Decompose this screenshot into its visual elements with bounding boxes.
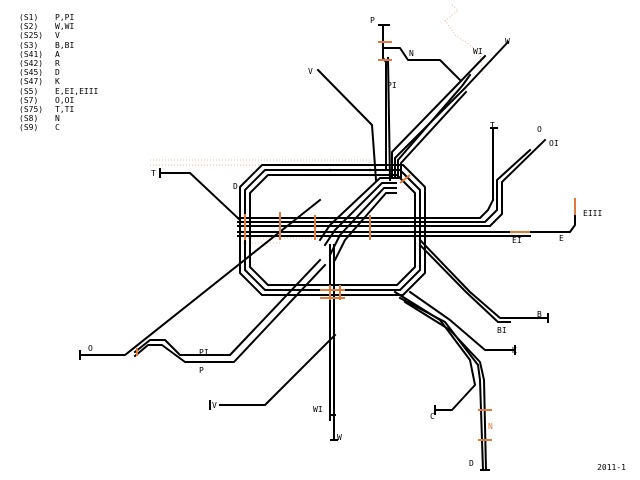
legend-row: (S47) K bbox=[19, 77, 98, 86]
legend-row: (S41) A bbox=[19, 50, 98, 59]
legend-code: (S2) bbox=[19, 22, 39, 32]
legend-lines: V bbox=[55, 31, 60, 41]
legend-code: (S75) bbox=[19, 105, 44, 115]
legend-row: (S5) E,EI,EIII bbox=[19, 87, 98, 96]
legend-lines: D bbox=[55, 68, 60, 78]
legend-code: (S9) bbox=[19, 123, 39, 133]
label-ei: EI bbox=[512, 236, 522, 245]
line-pi bbox=[386, 56, 392, 182]
label-v-sw: V bbox=[212, 401, 217, 410]
label-o-west: O bbox=[88, 344, 93, 353]
label-bi: BI bbox=[497, 326, 507, 335]
label-e: E bbox=[559, 234, 564, 243]
label-pi-sw: PI bbox=[199, 348, 209, 357]
label-n: N bbox=[409, 49, 414, 58]
label-k: K bbox=[512, 346, 517, 355]
legend-code: (S42) bbox=[19, 59, 44, 69]
legend-row: (S7) O,OI bbox=[19, 96, 98, 105]
legend-row: (S8) N bbox=[19, 114, 98, 123]
legend-lines: A bbox=[55, 49, 60, 59]
dotted-connectors bbox=[150, 4, 484, 244]
line-b bbox=[418, 238, 549, 319]
line-t-west bbox=[159, 172, 242, 222]
legend-lines: C bbox=[55, 123, 60, 133]
label-p-sw: P bbox=[199, 366, 204, 375]
line-o-west bbox=[79, 198, 322, 356]
legend-lines: T,TI bbox=[55, 105, 75, 115]
line-p bbox=[382, 24, 387, 171]
legend-row: (S9) C bbox=[19, 123, 98, 132]
rail-lines bbox=[79, 24, 576, 472]
legend-row: (S75) T,TI bbox=[19, 105, 98, 114]
label-t-west: T bbox=[151, 169, 156, 178]
line-w bbox=[394, 40, 510, 179]
line-bi bbox=[418, 243, 511, 323]
legend-row: (S3) B,BI bbox=[19, 41, 98, 50]
version-label: 2011-1 bbox=[597, 463, 626, 472]
legend-row: (S25) V bbox=[19, 31, 98, 40]
legend-code: (S47) bbox=[19, 77, 44, 87]
line-v-north bbox=[316, 68, 378, 182]
line-p-sw bbox=[133, 263, 327, 363]
legend-code: (S45) bbox=[19, 68, 44, 78]
terminal-bars bbox=[79, 24, 549, 471]
legend-lines: O,OI bbox=[55, 95, 75, 105]
label-oi-ne: OI bbox=[549, 139, 559, 148]
station-markers bbox=[136, 41, 576, 441]
line-pi-sw bbox=[133, 258, 322, 356]
legend-code: (S8) bbox=[19, 114, 39, 124]
label-p: P bbox=[370, 16, 375, 25]
label-pi: PI bbox=[387, 81, 397, 90]
line-wi-2 bbox=[397, 73, 472, 179]
legend-row: (S45) D bbox=[19, 68, 98, 77]
label-c: C bbox=[430, 412, 435, 421]
stadtbahn-1 bbox=[237, 198, 495, 219]
line-wi-1 bbox=[391, 54, 487, 179]
label-o-ne: O bbox=[537, 125, 542, 134]
legend: (S1)P,PI(S2)W,WI(S25)V(S3)B,BI(S41)A(S42… bbox=[19, 13, 98, 133]
legend-code: (S25) bbox=[19, 31, 44, 41]
label-w-s: W bbox=[337, 433, 342, 442]
ring-track-2 bbox=[249, 174, 416, 286]
legend-code: (S1) bbox=[19, 13, 39, 22]
label-d-s: D bbox=[469, 459, 474, 468]
stadtbahn-3 bbox=[237, 138, 547, 227]
ring-track-3 bbox=[239, 164, 426, 296]
label-n-s: N bbox=[488, 422, 493, 431]
legend-lines: E,EI,EIII bbox=[55, 86, 99, 96]
legend-row: (S2) W,WI bbox=[19, 22, 98, 31]
label-t-north: T bbox=[490, 121, 495, 130]
legend-code: (S41) bbox=[19, 49, 44, 59]
label-wi: WI bbox=[473, 47, 483, 56]
legend-lines: K bbox=[55, 77, 60, 87]
label-d-ring: D bbox=[233, 182, 238, 191]
label-eiii: EIII bbox=[583, 209, 602, 218]
label-v: V bbox=[308, 67, 313, 76]
legend-row: (S42) R bbox=[19, 59, 98, 68]
legend-lines: W,WI bbox=[55, 22, 75, 32]
line-v-sw bbox=[219, 333, 337, 406]
legend-lines: B,BI bbox=[55, 40, 75, 50]
legend-lines: R bbox=[55, 59, 60, 69]
legend-code: (S5) bbox=[19, 86, 39, 96]
legend-code: (S7) bbox=[19, 95, 39, 105]
terminus-labels: P W WI N PI V T O OI T D EIII EI E B BI … bbox=[88, 16, 602, 468]
legend-row: (S1) P,PI bbox=[19, 13, 98, 22]
legend-code: (S3) bbox=[19, 40, 39, 50]
label-w: W bbox=[505, 37, 510, 46]
stadtbahn-2 bbox=[237, 148, 532, 223]
label-wi-s: WI bbox=[313, 405, 323, 414]
line-k bbox=[408, 290, 516, 351]
line-wi-3 bbox=[400, 90, 468, 179]
legend-lines: N bbox=[55, 114, 60, 124]
label-b: B bbox=[537, 310, 542, 319]
legend-lines: P,PI bbox=[55, 13, 75, 22]
line-n bbox=[382, 47, 462, 82]
